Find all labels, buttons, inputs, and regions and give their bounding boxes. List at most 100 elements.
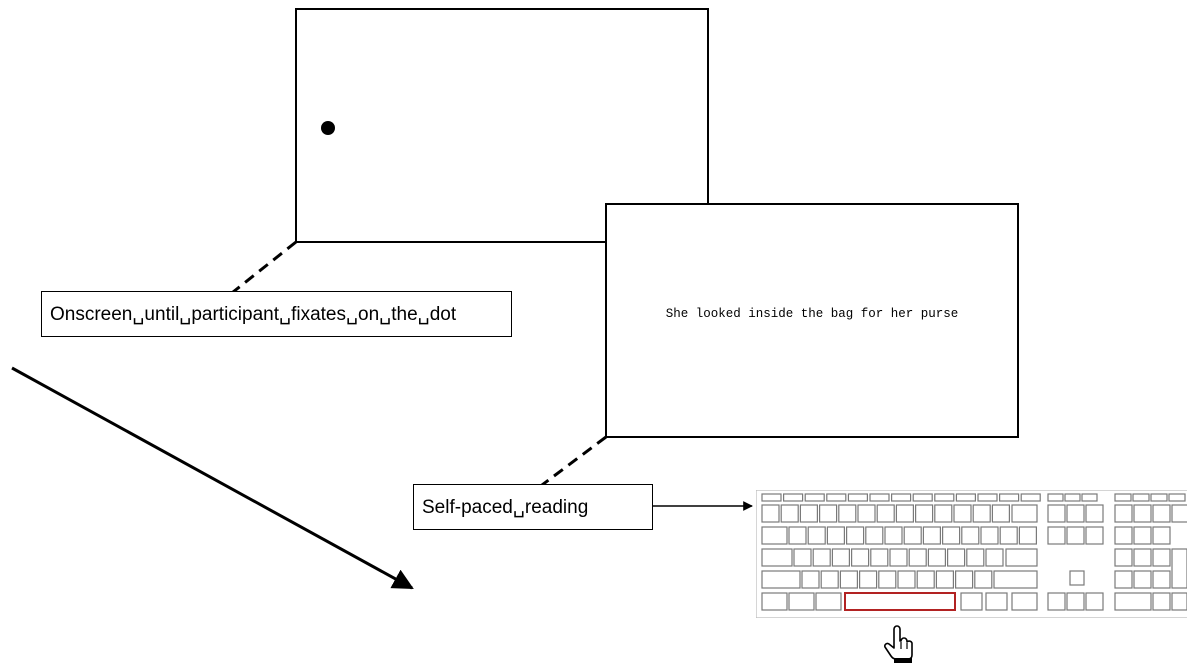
- keyboard-key: [820, 570, 839, 589]
- keyboard-key: [1018, 526, 1037, 545]
- keyboard-key: [807, 526, 826, 545]
- keyboard-key: [839, 570, 859, 589]
- keyboard-key: [891, 493, 912, 502]
- keyboard-key: [999, 493, 1020, 502]
- keyboard-key: [985, 548, 1004, 567]
- keyboard-key: [1133, 526, 1152, 545]
- keyboard-key: [1152, 548, 1171, 567]
- keyboard-key: [804, 493, 825, 502]
- keyboard-key: [1047, 504, 1066, 523]
- keyboard-key: [1047, 526, 1066, 545]
- pointing-hand-icon: [884, 625, 913, 663]
- keyboard-key: [1011, 592, 1038, 611]
- keyboard-key: [961, 526, 980, 545]
- keyboard-key: [993, 570, 1038, 589]
- keyboard-key: [1133, 570, 1152, 589]
- keyboard-key: [857, 504, 876, 523]
- keyboard-key: [838, 504, 857, 523]
- reading-dashed-connector: [537, 435, 607, 490]
- keyboard-key: [761, 592, 788, 611]
- keyboard-key: [801, 570, 820, 589]
- keyboard-key: [788, 526, 807, 545]
- keyboard-key: [1085, 592, 1104, 611]
- keyboard-key: [847, 493, 869, 502]
- keyboard-key: [1066, 592, 1085, 611]
- keyboard-key: [985, 592, 1008, 611]
- keyboard-key: [826, 493, 847, 502]
- keyboard-key: [1152, 570, 1171, 589]
- keyboard-key: [903, 526, 922, 545]
- keyboard-key: [966, 548, 985, 567]
- keyboard-key: [793, 548, 812, 567]
- keyboard-key: [1171, 548, 1187, 589]
- keyboard-key: [815, 592, 842, 611]
- keyboard-key: [761, 493, 782, 502]
- keyboard-key: [761, 570, 801, 589]
- keyboard-icon: [756, 490, 1187, 618]
- keyboard-key: [1005, 548, 1038, 567]
- keyboard-key: [889, 548, 908, 567]
- fixation-dashed-connector: [227, 240, 297, 298]
- keyboard-key: [761, 548, 793, 567]
- keyboard-key: [1047, 493, 1064, 502]
- keyboard-key: [1114, 548, 1133, 567]
- keyboard-key: [761, 526, 788, 545]
- keyboard-key: [991, 504, 1010, 523]
- keyboard-key: [1114, 592, 1152, 611]
- keyboard-key: [916, 570, 935, 589]
- reading-screen: She looked inside the bag for her purse: [605, 203, 1019, 438]
- keyboard-key: [818, 504, 838, 523]
- spacebar-key: [844, 592, 956, 611]
- keyboard-key: [788, 592, 815, 611]
- keyboard-key: [876, 504, 895, 523]
- keyboard-key: [884, 526, 903, 545]
- keyboard-key: [826, 526, 846, 545]
- keyboard-key: [1152, 592, 1171, 611]
- keyboard-key: [947, 548, 966, 567]
- sentence-text: She looked inside the bag for her purse: [665, 307, 959, 321]
- keyboard-key: [934, 504, 953, 523]
- keyboard-key: [1133, 504, 1152, 523]
- keyboard-key: [1171, 592, 1187, 611]
- keyboard-key: [960, 592, 983, 611]
- keyboard-key: [980, 526, 999, 545]
- keyboard-key: [999, 526, 1018, 545]
- keyboard-key: [1011, 504, 1038, 523]
- keyboard-key: [955, 570, 974, 589]
- keyboard-key: [780, 504, 799, 523]
- keyboard-key: [934, 493, 955, 502]
- keyboard-key: [783, 493, 804, 502]
- keyboard-key: [953, 504, 972, 523]
- keyboard-key: [1066, 504, 1085, 523]
- keyboard-key: [1171, 504, 1187, 523]
- fixation-dot-icon: [321, 121, 335, 135]
- keyboard-key: [1069, 570, 1085, 586]
- keyboard-key: [870, 548, 889, 567]
- keyboard-key: [955, 493, 976, 502]
- keyboard-key: [1150, 493, 1168, 502]
- keyboard-key: [895, 504, 914, 523]
- keyboard-key: [845, 526, 865, 545]
- fixation-label: Onscreen␣until␣participant␣fixates␣on␣th…: [41, 291, 512, 337]
- keyboard-key: [1081, 493, 1098, 502]
- keyboard-key: [878, 570, 897, 589]
- keyboard-key: [799, 504, 819, 523]
- keyboard-key: [1152, 526, 1171, 545]
- timeline-arrow: [11, 366, 414, 590]
- keyboard-key: [1064, 493, 1081, 502]
- keyboard-key: [1085, 526, 1104, 545]
- reading-label: Self-paced␣reading: [413, 484, 653, 530]
- keyboard-key: [812, 548, 831, 567]
- keyboard-key: [1020, 493, 1041, 502]
- keyboard-key: [858, 570, 878, 589]
- keyboard-key: [869, 493, 890, 502]
- keyboard-key: [935, 570, 954, 589]
- keyboard-key: [974, 570, 993, 589]
- keyboard-key: [1114, 526, 1133, 545]
- keyboard-key: [912, 493, 933, 502]
- keyboard-key: [1114, 570, 1133, 589]
- keyboard-key: [897, 570, 916, 589]
- keyboard-key: [1085, 504, 1104, 523]
- keyboard-key: [1066, 526, 1085, 545]
- keyboard-key: [915, 504, 934, 523]
